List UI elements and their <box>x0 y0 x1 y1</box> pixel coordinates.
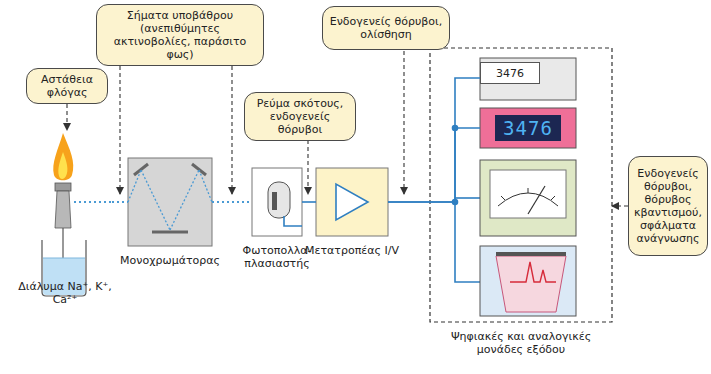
monochromator: Μονοχρωμάτορας <box>128 158 212 246</box>
output-units: Ψηφιακές και αναλογικές μονάδες εξόδου34… <box>430 48 612 322</box>
noise-callout: Ενδογενείς θόρυβοι, θόρυβος κβαντισμού, … <box>628 156 708 256</box>
noise-callout: Ρεύμα σκότους, ενδογενείς θόρυβοι <box>244 92 356 141</box>
printer-display <box>480 58 576 100</box>
analog-meter <box>480 160 576 236</box>
node-text: 3476 <box>496 67 524 80</box>
connector <box>302 201 316 203</box>
node-text: Διάλυμα Na⁺, K⁺, Ca²⁺ <box>18 280 112 306</box>
sample-solution: Διάλυμα Na⁺, K⁺, Ca²⁺ <box>18 130 112 306</box>
node-text: Ρεύμα σκότους, ενδογενείς θόρυβοι <box>251 97 349 136</box>
digital-display: 3476 <box>480 108 576 148</box>
converter-box <box>316 168 388 236</box>
node-text: Ενδογενείς θόρυβοι, θόρυβος κβαντισμού, … <box>634 167 702 245</box>
noise-callout: Αστάθεια φλόγας <box>26 68 108 104</box>
connector <box>212 201 252 203</box>
connector <box>66 104 67 130</box>
monochromator-box <box>128 158 212 246</box>
node-text: 3476 <box>495 115 561 141</box>
node-text: Ψηφιακές και αναλογικές μονάδες εξόδου <box>431 330 611 356</box>
node-text: Σήματα υποβάθρου (ανεπιθύμητες ακτινοβολ… <box>103 9 257 61</box>
current-voltage-converter: Μετατροπέας I/V <box>316 168 388 236</box>
connector <box>112 201 128 203</box>
output-frame <box>430 48 612 322</box>
digital-display <box>480 108 576 148</box>
node-text: Αστάθεια φλόγας <box>33 73 101 99</box>
photomultiplier-box <box>252 168 302 236</box>
node-text: Μετατροπέας I/V <box>294 244 410 257</box>
printer-readout: 3476 <box>480 62 540 84</box>
connector <box>612 205 628 206</box>
node-text: Μονοχρωμάτορας <box>112 254 228 267</box>
output-wires <box>453 126 481 283</box>
connector <box>388 128 480 202</box>
photomultiplier: Φωτοπολλα- πλασιαστής <box>252 168 302 236</box>
noise-callout: Σήματα υποβάθρου (ανεπιθύμητες ακτινοβολ… <box>96 4 264 66</box>
connector <box>388 78 480 202</box>
noise-leader <box>120 51 404 194</box>
node-text: Ενδογενείς θόρυβοι, ολίσθηση <box>329 15 443 41</box>
chart-recorder <box>480 246 576 316</box>
noise-callout: Ενδογενείς θόρυβοι, ολίσθηση <box>322 6 450 50</box>
flame-burner <box>42 133 86 296</box>
